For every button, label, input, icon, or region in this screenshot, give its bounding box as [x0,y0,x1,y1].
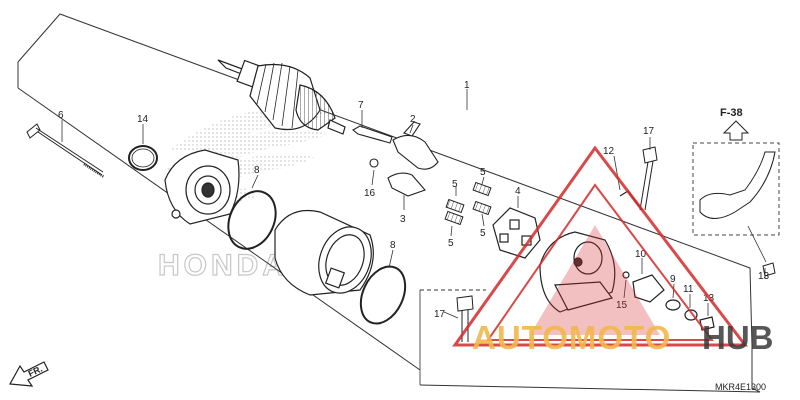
callout-4: 4 [515,186,521,197]
leader-lines [61,89,766,319]
callout-17a: 17 [643,126,655,137]
watermark-text-main: AUTOMOTO [472,319,671,356]
washer-9 [665,299,681,311]
front-arrow-icon [9,361,49,387]
callout-5d: 5 [448,238,454,249]
callout-15: 15 [616,300,628,311]
brush-springs [444,181,492,226]
terminal-10 [622,271,665,303]
rear-cover [539,231,616,313]
yoke-housing [274,209,374,296]
callout-6: 6 [58,110,64,121]
callout-1: 1 [464,80,470,91]
callout-9: 9 [670,274,676,285]
brush-terminal [352,121,439,197]
callout-8a: 8 [254,165,260,176]
callout-17b: 17 [434,309,446,320]
bolt-17-lower [456,295,474,342]
ref-label-f38: F-38 [720,107,743,119]
callout-11: 11 [683,284,694,295]
watermark-text-hub: HUB [702,319,774,356]
callout-2: 2 [410,114,416,125]
o-ring-14 [128,145,158,171]
callout-5c: 5 [480,228,486,239]
diagram-code: MKR4E1300 [715,382,766,392]
callout-13b: 13 [758,271,770,282]
o-ring-8-upper [227,190,277,250]
callout-16: 16 [364,188,376,199]
brush-holder [492,207,541,259]
callout-3: 3 [400,214,406,225]
bolt-17-upper [639,146,658,211]
callout-8b: 8 [390,240,396,251]
callout-7: 7 [358,100,364,111]
through-bolt [26,123,105,179]
callout-5a: 5 [480,167,486,178]
callout-10: 10 [635,249,647,260]
f38-reference-box [692,120,780,277]
watermark-logo [452,145,749,347]
callout-14: 14 [137,114,149,125]
o-ring-8-lower [359,265,407,325]
front-cover [164,149,240,225]
honda-watermark-text: HONDA [158,249,288,282]
armature [217,59,346,135]
assembly-outline [17,13,761,393]
callout-12: 12 [603,146,615,157]
callouts: 1 2 3 4 5 5 5 5 6 7 8 8 9 10 11 12 13 13… [58,80,770,320]
callout-5b: 5 [452,179,458,190]
